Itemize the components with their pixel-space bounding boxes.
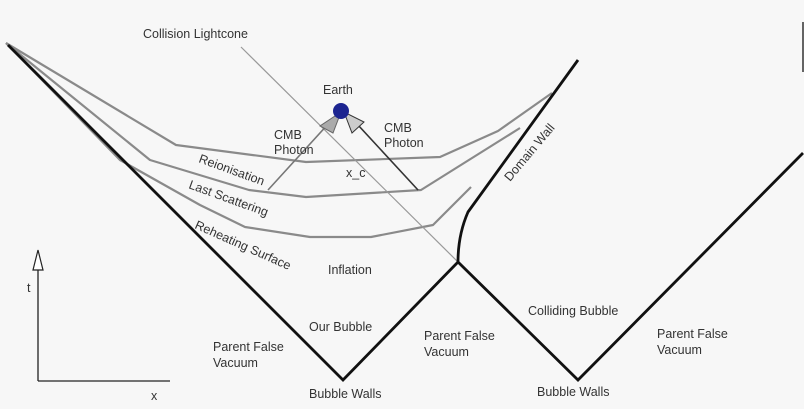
photon-line: Photon bbox=[274, 143, 314, 157]
colliding-bubble-label: Colliding Bubble bbox=[528, 304, 618, 318]
t-axis-arrow-icon bbox=[32, 249, 44, 271]
inflation-label: Inflation bbox=[328, 263, 372, 277]
our-bubble-wall bbox=[7, 44, 460, 382]
cmb-photon-left-path bbox=[267, 121, 331, 191]
t-axis-label: t bbox=[27, 281, 31, 295]
collision-lightcone-label: Collision Lightcone bbox=[143, 27, 248, 41]
our-bubble-label: Our Bubble bbox=[309, 320, 372, 334]
domain-wall bbox=[456, 59, 580, 263]
x-axis-label: x bbox=[151, 389, 158, 403]
cmb-photon-right-arrowhead bbox=[343, 110, 365, 134]
collision-lightcone-line bbox=[240, 46, 459, 263]
label-line: Parent False bbox=[424, 329, 495, 343]
last-scattering-surface bbox=[5, 42, 521, 199]
label-line: Parent False bbox=[213, 340, 284, 354]
label-line: Vacuum bbox=[657, 343, 702, 357]
bubble-walls-left-label: Bubble Walls bbox=[309, 387, 382, 401]
label-line: Parent False bbox=[657, 327, 728, 341]
earth-label: Earth bbox=[323, 83, 353, 97]
x-c-label: x_c bbox=[346, 166, 365, 180]
bubble-walls-right-label: Bubble Walls bbox=[537, 385, 610, 399]
cmb-line: CMB bbox=[384, 121, 412, 135]
photon-line: Photon bbox=[384, 136, 424, 150]
cmb-line: CMB bbox=[274, 128, 302, 142]
label-line: Vacuum bbox=[424, 345, 469, 359]
cmb-photon-right-path bbox=[357, 124, 419, 191]
earth-icon bbox=[333, 103, 349, 119]
reionisation-surface bbox=[5, 42, 553, 164]
label-line: Vacuum bbox=[213, 356, 258, 370]
colliding-bubble-wall bbox=[457, 152, 804, 382]
cmb-photon-left-arrowhead bbox=[319, 110, 343, 134]
